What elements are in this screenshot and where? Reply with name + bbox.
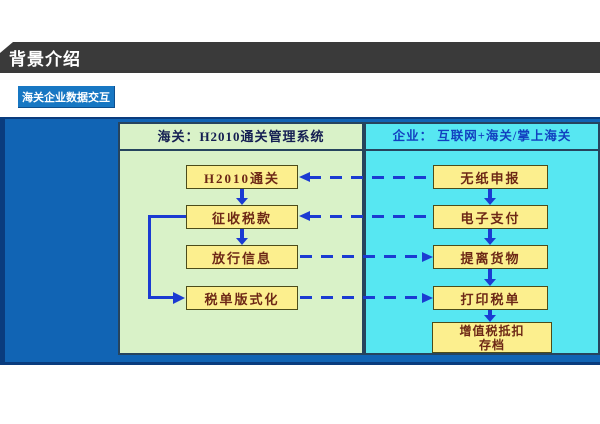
customs-panel: 海关：H2010通关管理系统 [118,122,364,355]
customs-panel-title: 海关：H2010通关管理系统 [120,124,362,151]
page-title: 背景介绍 [9,50,81,69]
diagram-canvas: 海关：H2010通关管理系统 企业： 互联网+海关/掌上海关 H2010通关 征… [0,117,600,365]
node-print-tax-bill: 打印税单 [433,286,548,310]
arrow-pickup-to-printbill [484,269,496,286]
node-electronic-payment: 电子支付 [433,205,548,229]
diagram-border-bottom [0,362,600,365]
arrow-paperless-to-epayment [484,189,496,205]
arrowhead-left-row1 [299,172,310,182]
arrowhead-right-row3 [422,252,433,262]
dashed-line-epayment-to-taxcollection [309,215,433,218]
diagram-border-left [0,117,5,365]
arrow-epayment-to-pickup [484,229,496,245]
elbow-top-segment [148,215,186,218]
elbow-vertical-segment [148,215,151,299]
node-paperless-declaration: 无纸申报 [433,165,548,189]
node-tax-collection: 征收税款 [186,205,298,229]
arrow-printbill-to-vatarchive [484,310,496,322]
enterprise-panel-title: 企业： 互联网+海关/掌上海关 [366,124,598,151]
slide-title-bar: 背景介绍 [0,42,600,73]
node-tax-bill-format: 税单版式化 [186,286,298,310]
node-vat-deduction-archive: 增值税抵扣 存档 [432,322,552,353]
dashed-line-paperless-to-h2010 [309,176,433,179]
dashed-line-taxbill-to-printbill [300,296,422,299]
section-label: 海关企业数据交互 [18,86,115,108]
node-h2010-clearance: H2010通关 [186,165,298,189]
arrowhead-right-row4 [422,293,433,303]
enterprise-panel: 企业： 互联网+海关/掌上海关 [364,122,600,355]
diagram-border-top [0,117,600,119]
section-label-text: 海关企业数据交互 [22,91,110,104]
elbow-bottom-segment [148,296,174,299]
node-cargo-pickup: 提离货物 [433,245,548,269]
arrow-taxcollection-to-release [236,229,248,245]
elbow-arrowhead [173,292,185,304]
node-release-info: 放行信息 [186,245,298,269]
arrow-h2010-to-taxcollection [236,189,248,205]
arrowhead-left-row2 [299,211,310,221]
dashed-line-release-to-pickup [300,255,422,258]
